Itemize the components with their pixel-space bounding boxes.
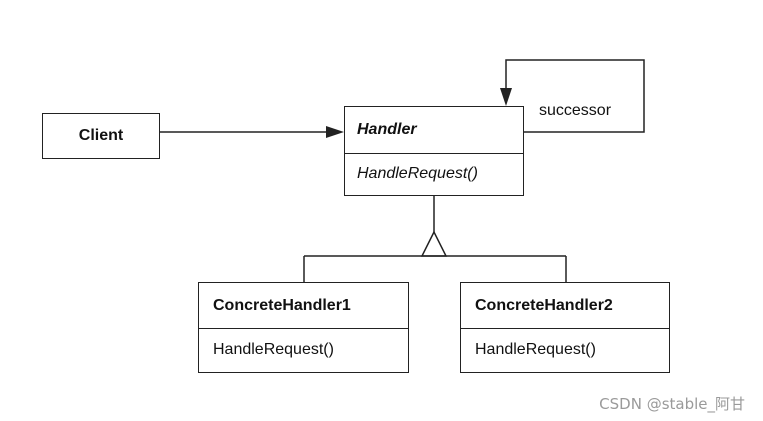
handler-divider (345, 153, 523, 154)
concrete-handler-1-box: ConcreteHandler1 HandleRequest() (198, 282, 409, 373)
concrete-handler-1-divider (199, 328, 408, 329)
successor-link (505, 59, 645, 133)
concrete-handler-1-title: ConcreteHandler1 (213, 297, 351, 314)
watermark-text: CSDN @stable_阿甘 (599, 395, 745, 413)
successor-arrowhead (500, 88, 512, 106)
concrete-handler-2-box: ConcreteHandler2 HandleRequest() (460, 282, 670, 373)
concrete-handler-1-method: HandleRequest() (213, 341, 334, 358)
concrete-handler-2-divider (461, 328, 669, 329)
concrete-handler-2-title: ConcreteHandler2 (475, 297, 613, 314)
concrete-handler-2-method: HandleRequest() (475, 341, 596, 358)
handler-class-box: Handler HandleRequest() (344, 106, 524, 196)
client-class-box: Client (42, 113, 160, 159)
successor-label: successor (539, 102, 612, 119)
handler-method: HandleRequest() (357, 165, 478, 182)
client-class-title: Client (78, 127, 124, 144)
client-handler-arrowhead (326, 126, 344, 138)
handler-class-title: Handler (357, 121, 417, 138)
inheritance-triangle (420, 230, 448, 257)
